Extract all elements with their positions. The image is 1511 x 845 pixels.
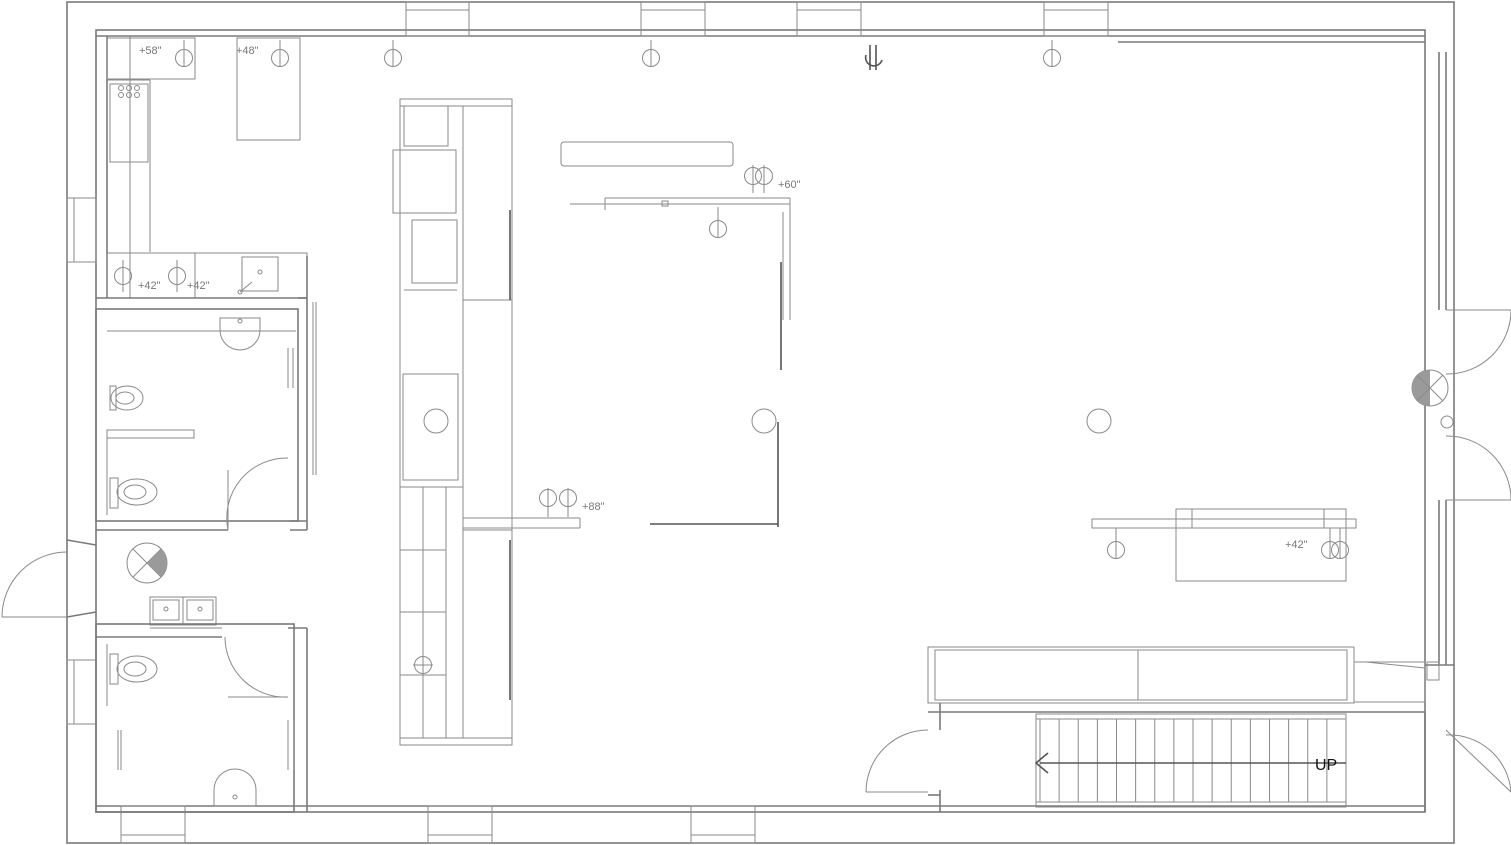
stair-landing: [865, 646, 1511, 812]
restroom-upper: [95, 256, 317, 531]
outlet-icon: [744, 165, 762, 193]
outlet-icon: [755, 165, 773, 193]
restroom-door: [226, 457, 289, 531]
toilet-icon: [109, 385, 144, 411]
windows: [66, 1, 1109, 844]
exterior-walls: [66, 1, 1455, 844]
restroom-door: [224, 636, 289, 698]
outlet-icon: [1321, 528, 1339, 559]
outlet-icon: [384, 40, 402, 67]
sink-icon: [213, 768, 257, 807]
ceiling-light-icon: [1086, 408, 1112, 434]
toilet-icon: [109, 653, 158, 685]
window-south-3: [690, 805, 756, 844]
outlet-icon: [1043, 40, 1061, 67]
window-south-2: [427, 805, 493, 844]
window-north-2: [640, 1, 706, 37]
window-west-1: [66, 197, 97, 263]
sink-icon: [219, 317, 261, 351]
sink-icon: [186, 599, 214, 621]
outlet-icon: [1107, 528, 1125, 559]
window-north-1: [405, 1, 470, 37]
outlet-icon: [559, 488, 577, 517]
cooktop-icon: [118, 85, 140, 98]
phone-outlet-icon: [864, 45, 883, 70]
stair: [1034, 713, 1347, 808]
dim-label-counter-right: +42": [187, 280, 210, 292]
outlet-icon: [1331, 528, 1349, 559]
window-north-3: [796, 1, 862, 37]
outlet-icon: [642, 40, 660, 67]
stair-treads: [1039, 719, 1347, 802]
restroom-lower: [95, 623, 308, 813]
east-entry-doors: [1411, 309, 1511, 501]
stair-up-label: UP: [1315, 757, 1337, 774]
outlet-icon: [709, 207, 727, 238]
outlet-icon: [539, 488, 557, 517]
outlet-icon: [271, 40, 289, 67]
window-west-2: [66, 659, 97, 725]
dim-label-wc-north-right: +48": [236, 45, 259, 57]
outlet-icon: [168, 260, 186, 292]
toilet-icon: [109, 477, 158, 509]
sink-icon: [152, 599, 180, 621]
window-south-1: [120, 805, 186, 844]
dim-label-wc-north-left: +58": [139, 45, 162, 57]
reception-desk: [1091, 508, 1357, 582]
dim-label-counter-left: +42": [138, 280, 161, 292]
dim-label-reception-desk: +42": [1285, 539, 1308, 551]
outlet-icon: [114, 260, 132, 292]
outlet-icon: [175, 40, 193, 67]
office-partitions: [560, 141, 791, 527]
kitchenette: [96, 36, 308, 299]
window-north-4: [1043, 1, 1109, 37]
dim-label-bar-counter: +88": [582, 501, 605, 513]
dimension-labels: +58" +48" +60" +42" +42" +88" +42" UP: [138, 45, 1337, 774]
west-entry-door: [1, 539, 97, 618]
central-millwork: [392, 98, 581, 746]
vanity: [149, 596, 222, 629]
exhaust-fan-icon: [126, 542, 168, 584]
dim-label-office-partition: +60": [778, 179, 801, 191]
